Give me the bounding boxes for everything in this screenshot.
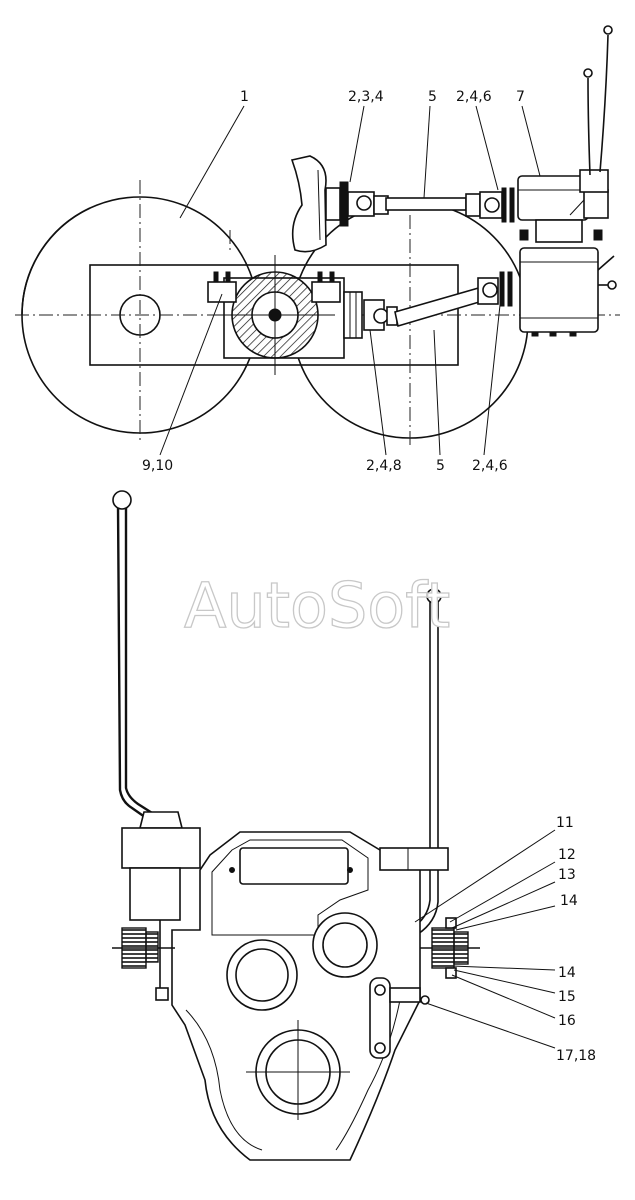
callout-15: 15: [558, 989, 576, 1005]
mount-left: [112, 920, 175, 1001]
upper-unit: [517, 25, 613, 243]
callout-17-18: 17,18: [556, 1048, 596, 1064]
callout-2-4-6-bottom: 2,4,6: [472, 458, 508, 474]
upper-assembly: [290, 155, 515, 253]
callout-9-10: 9,10: [142, 458, 173, 474]
gearbox-housing: [171, 831, 449, 1161]
callout-2-4-6-top: 2,4,6: [456, 89, 492, 105]
callout-5-bottom: 5: [436, 458, 445, 474]
callout-5-top: 5: [428, 89, 437, 105]
shift-linkage: [369, 977, 430, 1059]
callout-16: 16: [558, 1013, 576, 1029]
lower-unit: [519, 247, 617, 337]
callout-2-3-4: 2,3,4: [348, 89, 384, 105]
watermark: AutoSoft: [184, 569, 450, 642]
callout-1: 1: [240, 89, 249, 105]
callout-14-a: 14: [560, 893, 578, 909]
callout-12: 12: [558, 847, 576, 863]
leaders-bottom: [414, 829, 556, 1049]
lower-cardan-shaft: [363, 271, 513, 331]
shift-lever-left: [116, 504, 153, 823]
callout-11: 11: [556, 815, 574, 831]
bottom-view: [112, 490, 556, 1161]
leaders-top: [159, 105, 541, 456]
callout-13: 13: [558, 867, 576, 883]
callout-7: 7: [516, 89, 525, 105]
callout-14-b: 14: [558, 965, 576, 981]
gearbox-section: [207, 255, 363, 375]
callout-2-4-8: 2,4,8: [366, 458, 402, 474]
callout-labels: 1 2,3,4 5 2,4,6 7 9,10 2,4,8 5 2,4,6 11 …: [142, 89, 596, 1064]
top-view: [15, 25, 620, 456]
mount-right: [420, 917, 480, 979]
